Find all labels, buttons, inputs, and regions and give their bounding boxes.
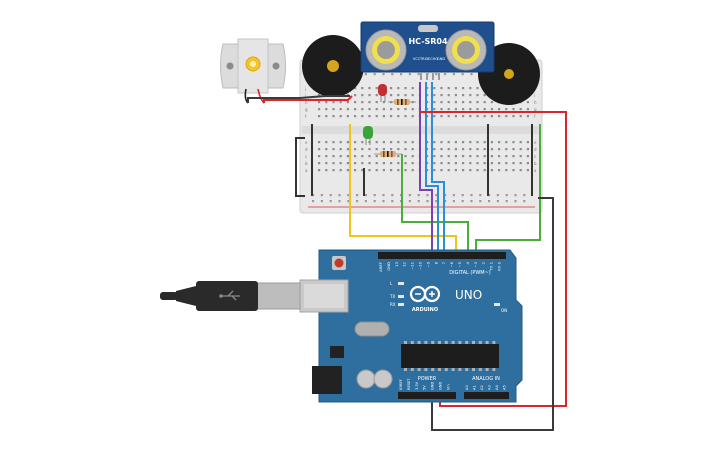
power-pin-label: 3.3V <box>415 381 419 390</box>
analog-pin-label: A5 <box>503 385 507 390</box>
board-model-label: UNO <box>455 288 482 302</box>
analog-pin-label: A3 <box>488 385 492 390</box>
breadboard-row-letter: h <box>534 100 537 105</box>
power-pin-label: Vin <box>446 384 450 390</box>
digital-pin-label: 4 <box>465 261 470 264</box>
digital-pin-label: 12 <box>402 261 407 266</box>
breadboard-row-letter: e <box>534 140 537 145</box>
digital-pin-label: ~9 <box>425 261 430 267</box>
breadboard-row-letter: h <box>305 100 308 105</box>
digital-header-label: DIGITAL (PWM~) <box>449 270 491 276</box>
sensor-pin-gnd: GND <box>437 57 445 61</box>
on-led-label: ON <box>501 308 507 313</box>
power-pin-label: RESET <box>407 378 411 390</box>
analog-pin-label: A4 <box>495 385 499 390</box>
board-brand-label: ARDUINO <box>412 307 438 313</box>
breadboard-row-letter: g <box>534 107 537 112</box>
breadboard-row-letter: d <box>305 147 308 152</box>
status-led-labels: L TX RX <box>389 281 404 307</box>
digital-pin-label: TX 1 <box>489 261 494 271</box>
breadboard-row-letter: g <box>305 107 308 112</box>
breadboard-row-letter: e <box>305 140 308 145</box>
status-led-label: TX <box>389 294 395 299</box>
digital-pin-label: AREF <box>378 262 383 272</box>
power-pin-label: 5V <box>423 385 427 390</box>
digital-pin-label: ~5 <box>457 261 462 267</box>
breadboard-row-letter: b <box>305 161 308 166</box>
breadboard-row-letter: c <box>305 154 307 159</box>
arduino-logo-icon <box>409 285 441 303</box>
digital-pin-label: ~10 <box>418 261 423 270</box>
digital-pin-label: RX 0 <box>497 261 502 270</box>
analog-pin-label: A1 <box>473 385 477 390</box>
resistor-bottom <box>374 151 402 157</box>
sensor-model-label: HC-SR04 <box>408 37 448 46</box>
digital-pin-label: 2 <box>481 261 486 264</box>
analog-pin-label: A2 <box>480 385 484 390</box>
breadboard-row-letter: i <box>534 93 535 98</box>
power-pin-label: GND <box>439 382 443 390</box>
power-pin-label: GND <box>431 382 435 390</box>
breadboard-row-letter: c <box>534 154 536 159</box>
digital-pin-label: ~11 <box>410 261 415 270</box>
digital-pin-label: 13 <box>394 261 399 266</box>
sensor-pin-vcc: VCC <box>413 57 421 61</box>
digital-pin-label: ~3 <box>473 261 478 267</box>
power-pin-label: IOREF <box>399 379 403 390</box>
breadboard-row-letter: f <box>534 114 536 119</box>
resistor-top <box>388 99 416 105</box>
analog-header-label: ANALOG IN <box>472 376 500 382</box>
green-led <box>363 126 373 145</box>
usb-symbol-icon <box>219 290 240 301</box>
usb-cable <box>160 281 301 311</box>
red-led <box>378 84 387 102</box>
digital-pin-label: ~6 <box>449 261 454 267</box>
breadboard-row-letter: a <box>534 168 537 173</box>
breadboard-jumpers <box>295 124 533 197</box>
digital-pin-label: 8 <box>433 261 438 264</box>
sensor-pin-echo: ECHO <box>428 57 438 61</box>
wires <box>247 82 567 431</box>
breadboard-row-letter: a <box>305 168 308 173</box>
breadboard-row-letter: j <box>304 86 306 91</box>
breadboard-row-letter: d <box>534 147 537 152</box>
status-led-label: RX <box>390 302 396 307</box>
sensor-pin-trig: TRIG <box>419 57 429 61</box>
analog-pin-label: A0 <box>465 385 469 390</box>
dc-motor <box>220 38 286 104</box>
breadboard-row-letter: f <box>305 114 307 119</box>
power-header-label: POWER <box>418 376 437 382</box>
ultrasonic-sensor: HC-SR04 VCC TRIG ECHO GND <box>360 21 495 80</box>
breadboard-row-letter: i <box>305 93 306 98</box>
digital-pin-label: GND <box>386 262 391 271</box>
status-led-label: L <box>390 281 393 286</box>
digital-pin-label: 7 <box>441 261 446 264</box>
breadboard-row-letter: b <box>534 161 537 166</box>
piezo-buzzer-left <box>302 35 364 97</box>
